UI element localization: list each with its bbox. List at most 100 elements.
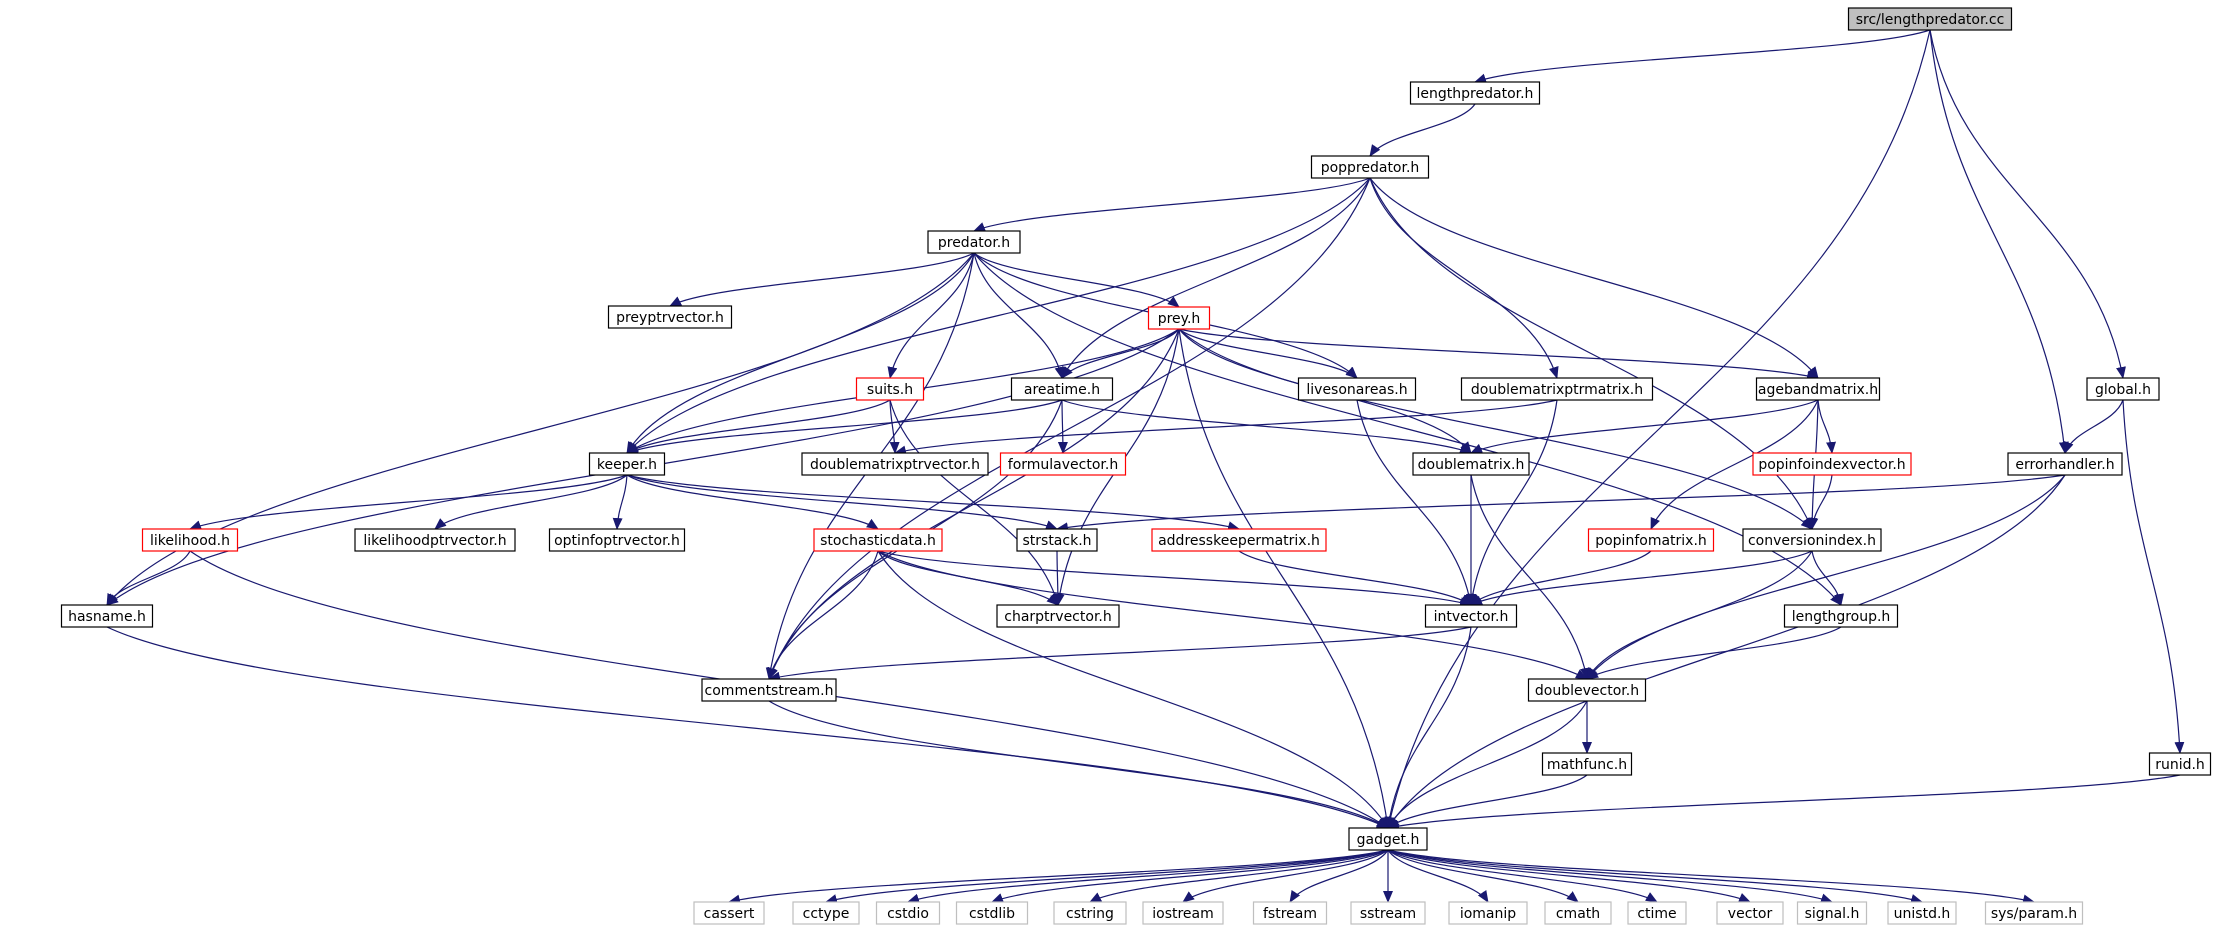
node-keeper[interactable]: keeper.h <box>588 452 666 476</box>
node-label-stochasticdata: stochasticdata.h <box>820 533 936 549</box>
edge-predator-to-preyptrvector <box>669 252 975 307</box>
node-lengthpredator[interactable]: lengthpredator.h <box>1409 81 1541 105</box>
node-poppredator[interactable]: poppredator.h <box>1310 155 1430 179</box>
node-popinfoindexvector[interactable]: popinfoindexvector.h <box>1752 452 1912 476</box>
node-box-unistd <box>1887 901 1957 925</box>
node-vector: vector <box>1716 901 1784 925</box>
edge-gadget-to-cmath <box>1387 849 1579 903</box>
node-livesonareas[interactable]: livesonareas.h <box>1297 377 1417 401</box>
node-box-cstdlib <box>955 901 1029 925</box>
edge-root-to-gadget <box>1385 29 1931 829</box>
node-box-doublevector <box>1527 678 1647 702</box>
node-label-cmath: cmath <box>1556 906 1600 922</box>
node-sstream: sstream <box>1350 901 1426 925</box>
edge-areatime-to-formulavector <box>1057 399 1068 454</box>
node-preyptrvector[interactable]: preyptrvector.h <box>607 305 733 329</box>
edge-predator-to-suits <box>887 252 975 379</box>
node-global[interactable]: global.h <box>2086 377 2160 401</box>
node-doublevector[interactable]: doublevector.h <box>1527 678 1647 702</box>
node-label-addresskeepermatrix: addresskeepermatrix.h <box>1158 533 1320 549</box>
edge-intvector-to-gadget <box>1384 626 1472 829</box>
node-box-doublematrixptrmatrix <box>1460 377 1654 401</box>
node-cmath: cmath <box>1544 901 1612 925</box>
node-charptrvector[interactable]: charptrvector.h <box>996 604 1120 628</box>
node-signal: signal.h <box>1796 901 1868 925</box>
edge-agebandmatrix-to-popinfoindexvector <box>1817 399 1837 454</box>
node-box-cstdio <box>875 901 941 925</box>
node-iomanip: iomanip <box>1448 901 1528 925</box>
node-doublematrixptrvector[interactable]: doublematrixptrvector.h <box>801 452 989 476</box>
edge-root-to-errorhandler <box>1929 29 2069 454</box>
node-label-cstdlib: cstdlib <box>969 906 1015 922</box>
node-label-cstring: cstring <box>1066 906 1114 922</box>
node-intvector[interactable]: intvector.h <box>1424 604 1518 628</box>
node-label-sstream: sstream <box>1360 906 1416 922</box>
node-box-gadget <box>1348 827 1428 851</box>
edge-doublematrixptrmatrix-to-intvector <box>1467 399 1558 606</box>
node-box-popinfoindexvector <box>1752 452 1912 476</box>
node-gadget[interactable]: gadget.h <box>1348 827 1428 851</box>
edge-stochasticdata-to-gadget <box>877 550 1389 829</box>
node-hasname[interactable]: hasname.h <box>60 604 154 628</box>
node-label-fstream: fstream <box>1263 906 1317 922</box>
node-box-addresskeepermatrix <box>1151 528 1327 552</box>
node-commentstream[interactable]: commentstream.h <box>701 678 837 702</box>
edge-commentstream-to-gadget <box>768 700 1389 829</box>
edge-predator-to-prey <box>973 252 1180 308</box>
node-likelihood[interactable]: likelihood.h <box>141 528 239 552</box>
node-box-agebandmatrix <box>1755 377 1881 401</box>
edge-addresskeepermatrix-to-intvector <box>1238 550 1472 606</box>
node-agebandmatrix[interactable]: agebandmatrix.h <box>1755 377 1881 401</box>
node-box-commentstream <box>701 678 837 702</box>
edge-global-to-errorhandler <box>2064 399 2124 454</box>
node-label-runid: runid.h <box>2155 757 2205 773</box>
node-box-sysparam <box>1984 901 2084 925</box>
node-unistd: unistd.h <box>1887 901 1957 925</box>
edge-gadget-to-iostream <box>1182 849 1389 903</box>
node-stochasticdata[interactable]: stochasticdata.h <box>813 528 943 552</box>
edge-stochasticdata-to-commentstream <box>767 550 879 680</box>
edge-agebandmatrix-to-doublematrix <box>1470 399 1819 454</box>
node-box-sstream <box>1350 901 1426 925</box>
node-mathfunc[interactable]: mathfunc.h <box>1541 752 1633 776</box>
node-prey[interactable]: prey.h <box>1147 306 1211 330</box>
edge-poppredator-to-predator <box>973 177 1371 232</box>
node-popinfomatrix[interactable]: popinfomatrix.h <box>1587 528 1715 552</box>
node-label-vector: vector <box>1728 906 1773 922</box>
edge-poppredator-to-areatime <box>1061 177 1371 379</box>
node-doublematrix[interactable]: doublematrix.h <box>1412 452 1530 476</box>
edge-gadget-to-signal <box>1387 849 1833 904</box>
node-formulavector[interactable]: formulavector.h <box>999 452 1127 476</box>
node-areatime[interactable]: areatime.h <box>1010 377 1114 401</box>
node-label-doublematrixptrvector: doublematrixptrvector.h <box>810 457 980 473</box>
edge-gadget-to-cstdio <box>907 849 1389 904</box>
node-runid[interactable]: runid.h <box>2148 752 2212 776</box>
node-errorhandler[interactable]: errorhandler.h <box>2007 452 2123 476</box>
node-box-likelihood <box>141 528 239 552</box>
node-cstdio: cstdio <box>875 901 941 925</box>
node-likelihoodptrvector[interactable]: likelihoodptrvector.h <box>354 528 516 552</box>
edge-gadget-to-sysparam <box>1387 849 2035 905</box>
edge-mathfunc-to-gadget <box>1387 774 1588 829</box>
node-predator[interactable]: predator.h <box>927 230 1021 254</box>
node-box-doublematrix <box>1412 452 1530 476</box>
node-suits[interactable]: suits.h <box>855 377 925 401</box>
node-lengthgroup[interactable]: lengthgroup.h <box>1783 604 1899 628</box>
node-box-prey <box>1147 306 1211 330</box>
node-label-iomanip: iomanip <box>1460 906 1516 922</box>
node-doublematrixptrmatrix[interactable]: doublematrixptrmatrix.h <box>1460 377 1654 401</box>
edge-lengthgroup-to-doublevector <box>1586 626 1842 680</box>
edge-gadget-to-iomanip <box>1387 849 1489 903</box>
node-label-popinfomatrix: popinfomatrix.h <box>1595 533 1707 549</box>
node-box-conversionindex <box>1742 528 1882 552</box>
edge-prey-to-agebandmatrix <box>1178 328 1819 381</box>
node-strstack[interactable]: strstack.h <box>1016 528 1098 552</box>
node-conversionindex[interactable]: conversionindex.h <box>1742 528 1882 552</box>
node-box-runid <box>2148 752 2212 776</box>
node-addresskeepermatrix[interactable]: addresskeepermatrix.h <box>1151 528 1327 552</box>
node-optinfoptrvector[interactable]: optinfoptrvector.h <box>548 528 686 552</box>
edge-doublematrixptrmatrix-to-doublematrixptrvector <box>894 399 1558 456</box>
node-label-formulavector: formulavector.h <box>1008 457 1118 473</box>
node-layer: src/lengthpredator.cclengthpredator.hpop… <box>60 7 2212 925</box>
node-label-optinfoptrvector: optinfoptrvector.h <box>554 533 680 549</box>
